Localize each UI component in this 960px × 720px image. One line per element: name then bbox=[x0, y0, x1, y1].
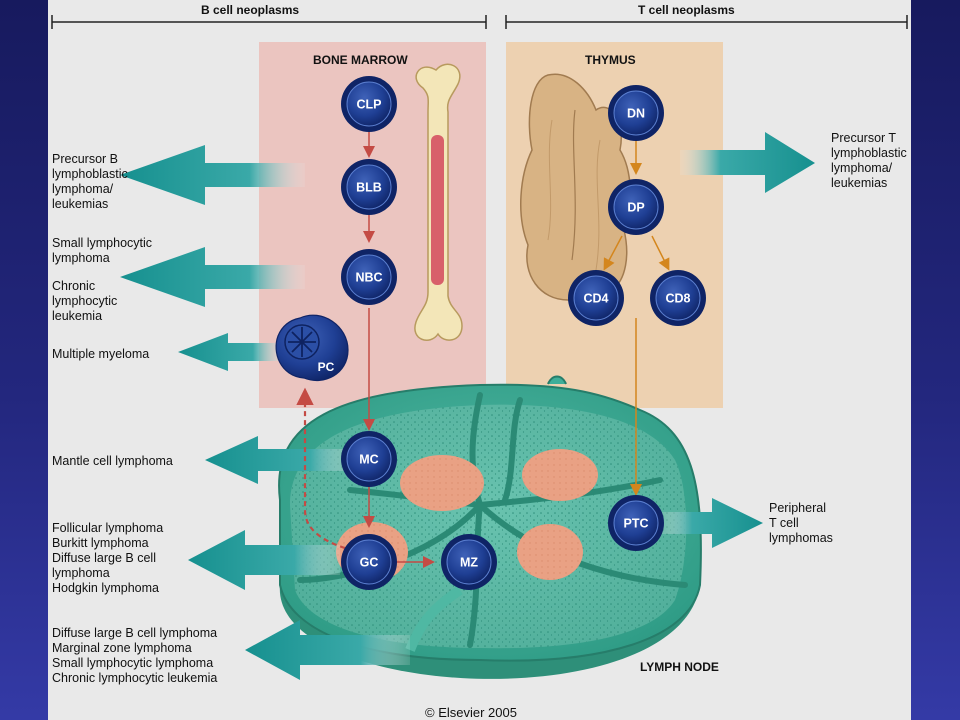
cell-mz-nucleus bbox=[446, 539, 492, 585]
cell-cd8-nucleus bbox=[655, 275, 701, 321]
cell-gc-nucleus bbox=[346, 539, 392, 585]
label-peripheral-t: Peripheral T cell lymphomas bbox=[769, 501, 833, 545]
cell-label-cd4: CD4 bbox=[583, 292, 608, 306]
t-cell-neoplasms-heading: T cell neoplasms bbox=[638, 3, 735, 17]
cell-label-pc: PC bbox=[318, 360, 335, 374]
label-marginal-zone-neoplasms: Diffuse large B cell lymphoma Marginal z… bbox=[52, 626, 218, 685]
cell-label-blb: BLB bbox=[356, 181, 382, 195]
cell-label-mc: MC bbox=[359, 453, 378, 467]
arrow-peripheral-t bbox=[662, 498, 763, 548]
thymus-label: THYMUS bbox=[585, 53, 636, 67]
lymph-node-label: LYMPH NODE bbox=[640, 660, 719, 674]
cell-label-nbc: NBC bbox=[355, 271, 382, 285]
cell-dp-nucleus bbox=[613, 184, 659, 230]
bone-icon bbox=[414, 63, 463, 341]
label-multiple-myeloma: Multiple myeloma bbox=[52, 347, 150, 361]
cell-dn-nucleus bbox=[613, 90, 659, 136]
cell-label-gc: GC bbox=[360, 556, 379, 570]
label-chronic-lymphocytic: Chronic lymphocytic leukemia bbox=[52, 279, 118, 323]
bone-marrow-label: BONE MARROW bbox=[313, 53, 408, 67]
b-cell-neoplasms-heading: B cell neoplasms bbox=[201, 3, 300, 17]
arrow-mantle-cell bbox=[205, 436, 355, 484]
t-cell-header-rule bbox=[505, 15, 908, 29]
arrow-precursor-b bbox=[120, 145, 305, 205]
label-germinal-center-neoplasms: Follicular lymphoma Burkitt lymphoma Dif… bbox=[52, 521, 164, 595]
cell-label-dn: DN bbox=[627, 107, 645, 121]
copyright: © Elsevier 2005 bbox=[425, 705, 517, 720]
b-cell-pathway bbox=[296, 130, 435, 568]
label-small-lymphocytic: Small lymphocytic lymphoma bbox=[52, 236, 153, 265]
cell-cd4-nucleus bbox=[573, 275, 619, 321]
arrow-precursor-t bbox=[680, 132, 815, 193]
cell-mc-nucleus bbox=[346, 436, 392, 482]
arrow-small-lymphocytic bbox=[120, 247, 305, 307]
cell-label-clp: CLP bbox=[357, 98, 382, 112]
arrow-marginal-zone bbox=[245, 620, 410, 680]
cell-label-mz: MZ bbox=[460, 556, 478, 570]
plasma-cell-pc bbox=[275, 314, 349, 382]
cell-label-dp: DP bbox=[627, 201, 644, 215]
label-precursor-b: Precursor B lymphoblastic lymphoma/ leuk… bbox=[52, 152, 128, 211]
arrow-germinal-center bbox=[188, 530, 340, 590]
cell-ptc-nucleus bbox=[613, 500, 659, 546]
cell-clp-nucleus bbox=[346, 81, 392, 127]
cell-nbc-nucleus bbox=[346, 254, 392, 300]
t-cell-pathway bbox=[603, 138, 670, 496]
cell-blb-nucleus bbox=[346, 164, 392, 210]
cell-label-cd8: CD8 bbox=[665, 292, 690, 306]
cell-label-ptc: PTC bbox=[624, 517, 649, 531]
label-mantle-cell: Mantle cell lymphoma bbox=[52, 454, 173, 468]
arrow-multiple-myeloma bbox=[178, 333, 285, 371]
b-cell-header-rule bbox=[51, 15, 487, 29]
label-precursor-t: Precursor T lymphoblastic lymphoma/ leuk… bbox=[831, 131, 907, 190]
